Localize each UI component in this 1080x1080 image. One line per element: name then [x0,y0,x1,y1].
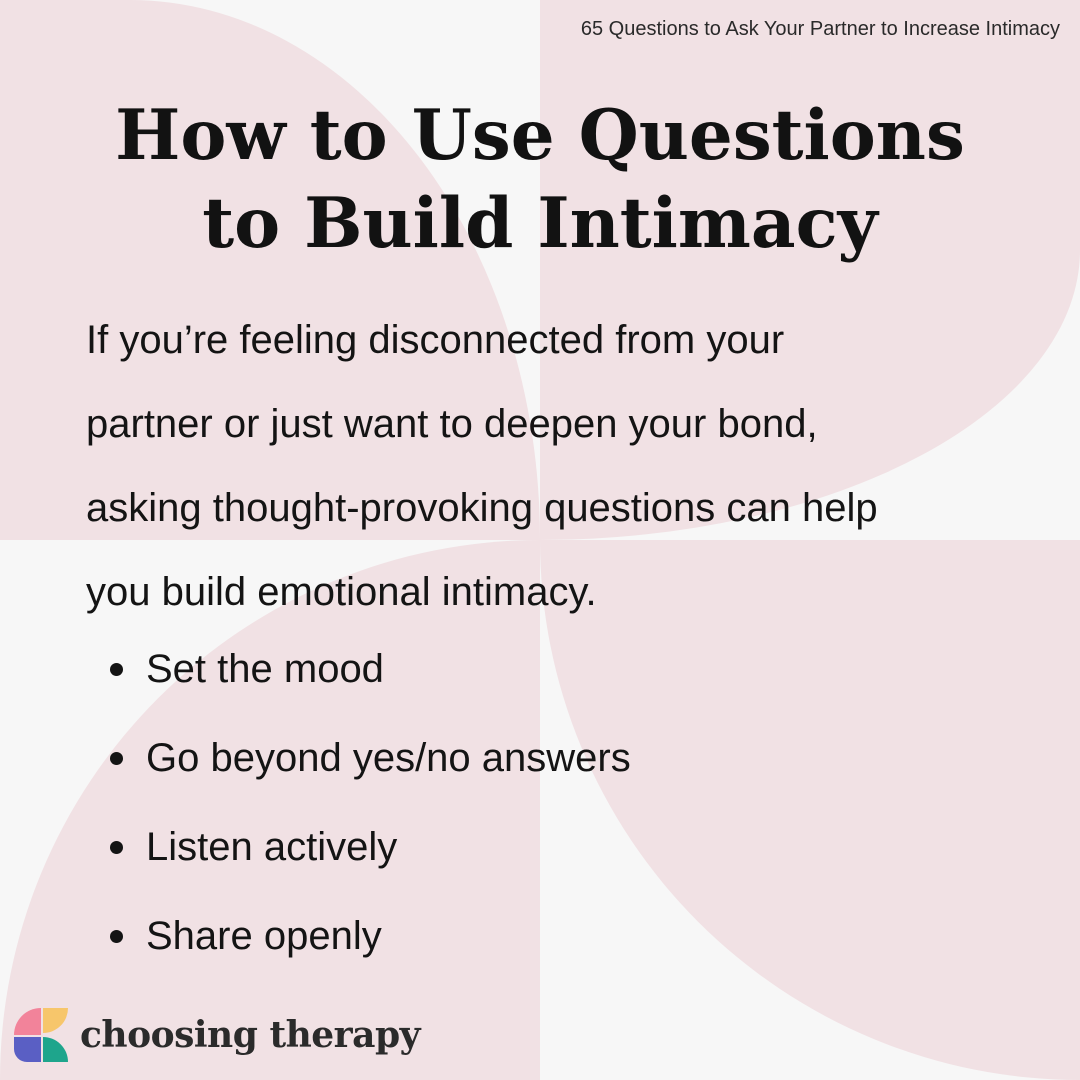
tip-text: Go beyond yes/no answers [146,736,631,780]
list-item: Listen actively [108,803,631,892]
list-item: Set the mood [108,625,631,714]
intro-paragraph: If you’re feeling disconnected from your… [86,298,1046,634]
intro-line: partner or just want to deepen your bond… [86,402,818,446]
list-item: Share openly [108,892,631,981]
article-title: 65 Questions to Ask Your Partner to Incr… [580,18,1060,40]
bullet-icon [110,930,123,943]
brand-logo: choosing therapy [14,1008,421,1062]
tips-list: Set the mood Go beyond yes/no answers Li… [108,625,631,981]
page-title: How to Use Questions to Build Intimacy [0,92,1080,268]
title-line-2: to Build Intimacy [202,183,878,264]
intro-line: If you’re feeling disconnected from your [86,318,785,362]
bullet-icon [110,663,123,676]
bullet-icon [110,752,123,765]
brand-name: choosing therapy [80,1014,421,1056]
tip-text: Set the mood [146,647,384,691]
tip-text: Listen actively [146,825,398,869]
intro-line: asking thought-provoking questions can h… [86,486,878,530]
title-line-1: How to Use Questions [115,95,965,176]
intro-line: you build emotional intimacy. [86,570,597,614]
tip-text: Share openly [146,914,382,958]
choosing-therapy-logo-icon [14,1008,68,1062]
bullet-icon [110,841,123,854]
list-item: Go beyond yes/no answers [108,714,631,803]
